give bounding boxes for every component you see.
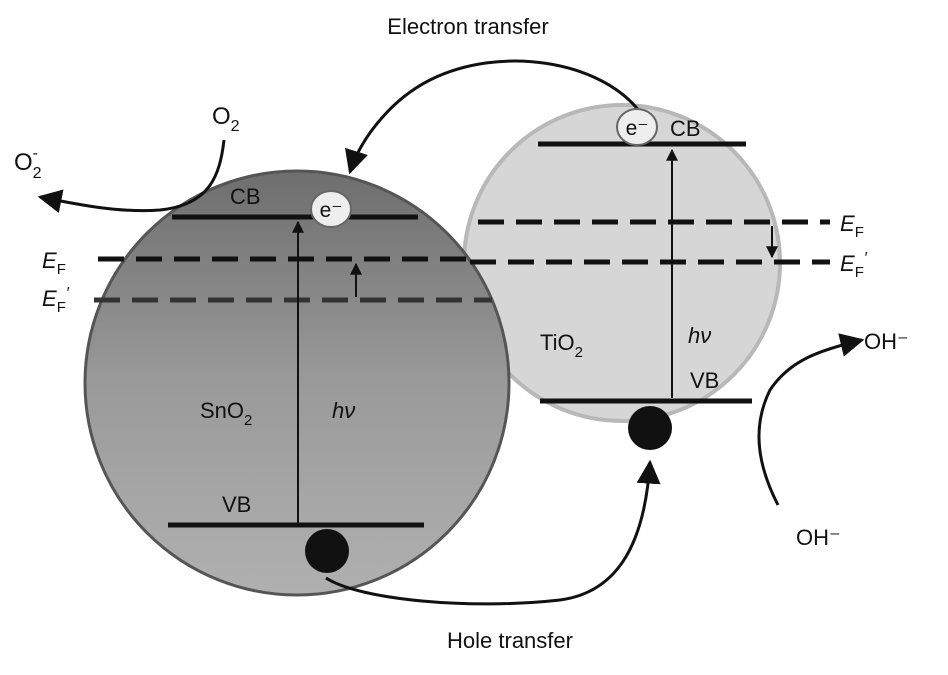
- sno2-photon-label: hν: [332, 398, 355, 423]
- tio2-photon-label: hν: [688, 323, 711, 348]
- hydroxide-out-label: OH⁻: [864, 329, 909, 354]
- hydroxide-in-label: OH⁻: [796, 525, 841, 550]
- sno2-hole: h⁺: [305, 529, 349, 573]
- tio2-vb-label: VB: [690, 368, 719, 393]
- tio2-hole: h⁺: [628, 406, 672, 450]
- oxygen-label: O2: [212, 103, 240, 135]
- electron-transfer-arrow: [345, 59, 642, 175]
- hole-transfer-label: Hole transfer: [447, 628, 573, 653]
- tio2-hole-label: h⁺: [641, 420, 659, 439]
- sno2-name: SnO2: [200, 398, 252, 429]
- sno2-cb-label: CB: [230, 184, 261, 209]
- sno2-hole-label: h⁺: [318, 543, 336, 562]
- sno2-fermi-label: EF: [42, 248, 66, 278]
- hole-transfer-arrow: [325, 459, 661, 606]
- sno2-electron: e⁻: [310, 190, 352, 228]
- tio2-name: TiO2: [540, 330, 583, 361]
- sno2-fermi-prime-label: EF′: [42, 285, 70, 316]
- tio2-fermi-prime-label: EF′: [840, 250, 868, 281]
- tio2-electron: e⁻: [616, 108, 658, 146]
- sno2-vb-label: VB: [222, 492, 251, 517]
- superoxide-label: O2-: [14, 145, 42, 182]
- oxygen-reduction-arrow: [37, 139, 226, 214]
- tio2-fermi-label: EF: [840, 211, 864, 241]
- hydroxide-oxidation-arrow: [757, 333, 865, 506]
- tio2-cb-label: CB: [670, 116, 701, 141]
- electron-transfer-label: Electron transfer: [387, 14, 548, 39]
- tio2-electron-label: e⁻: [626, 117, 649, 140]
- sno2-electron-label: e⁻: [320, 199, 343, 222]
